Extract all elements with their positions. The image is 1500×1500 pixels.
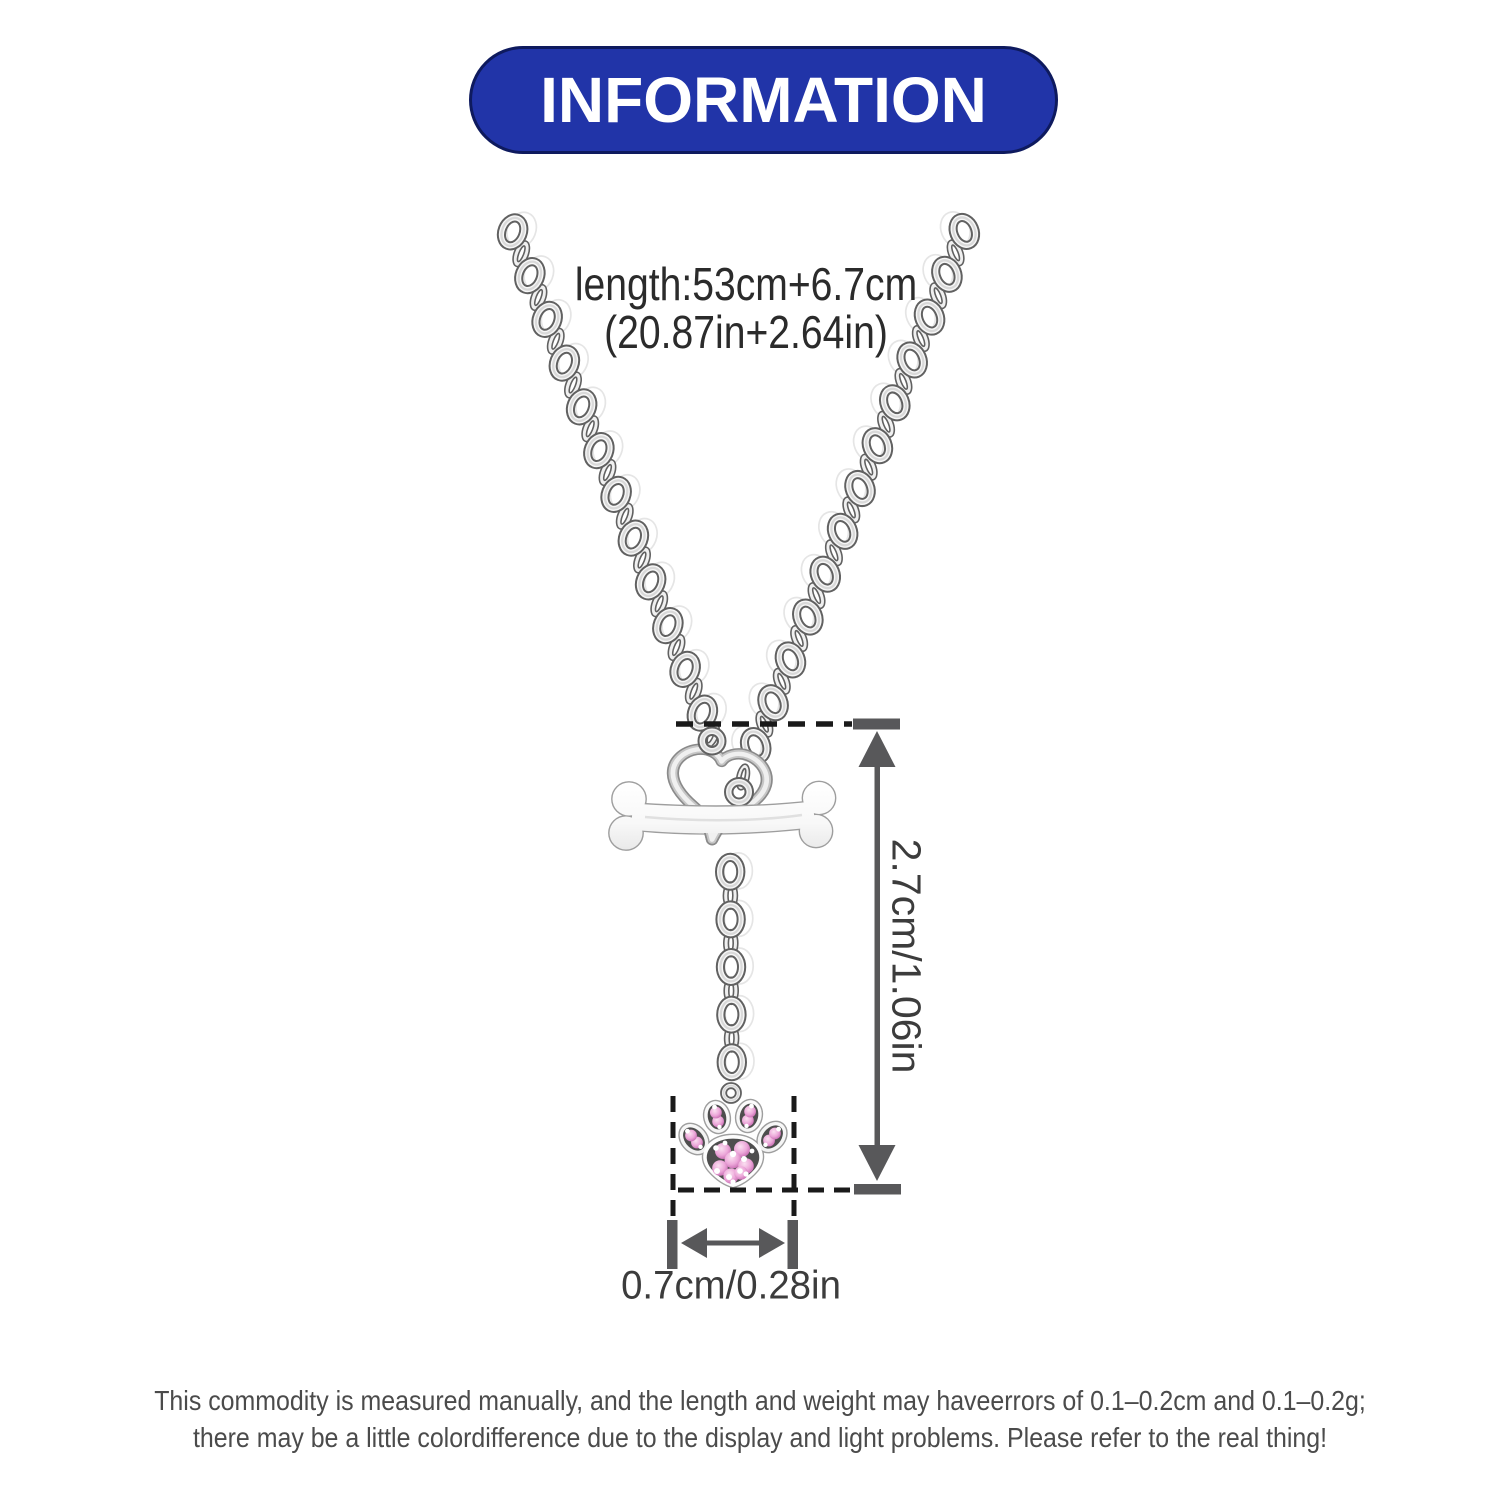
chain-drop bbox=[715, 851, 755, 1082]
heart-toggle-tip bbox=[686, 833, 750, 846]
information-banner-label: INFORMATION bbox=[540, 64, 987, 136]
information-banner: INFORMATION bbox=[469, 46, 1058, 154]
vertical-dim-bottom-cap bbox=[854, 1184, 901, 1195]
chain-connector bbox=[724, 763, 754, 808]
paw-charm bbox=[678, 1082, 788, 1189]
chain-length-line2: (20.87in+2.64in) bbox=[604, 306, 888, 358]
paw-width-label: 0.7cm/0.28in bbox=[621, 1263, 841, 1308]
heart-top-ring bbox=[697, 726, 727, 756]
disclaimer-text: This commodity is measured manually, and… bbox=[93, 1382, 1428, 1456]
chain-left bbox=[496, 211, 727, 749]
chain-length-label: length:53cm+6.7cm (20.87in+2.64in) bbox=[491, 260, 1001, 356]
vertical-dim-arrow bbox=[858, 731, 896, 1181]
bone-charm bbox=[608, 780, 837, 851]
chain-right bbox=[731, 211, 981, 765]
disclaimer-line2: there may be a little colordifference du… bbox=[192, 1422, 1328, 1453]
pendant-height-label: 2.7cm/1.06in bbox=[883, 838, 930, 1074]
dimension-annotations bbox=[667, 718, 901, 1269]
disclaimer-line1: This commodity is measured manually, and… bbox=[154, 1385, 1366, 1416]
horizontal-dim-arrow bbox=[667, 1220, 798, 1269]
vertical-dim-top-cap bbox=[853, 718, 900, 730]
chain-length-line1: length:53cm+6.7cm bbox=[574, 258, 918, 310]
